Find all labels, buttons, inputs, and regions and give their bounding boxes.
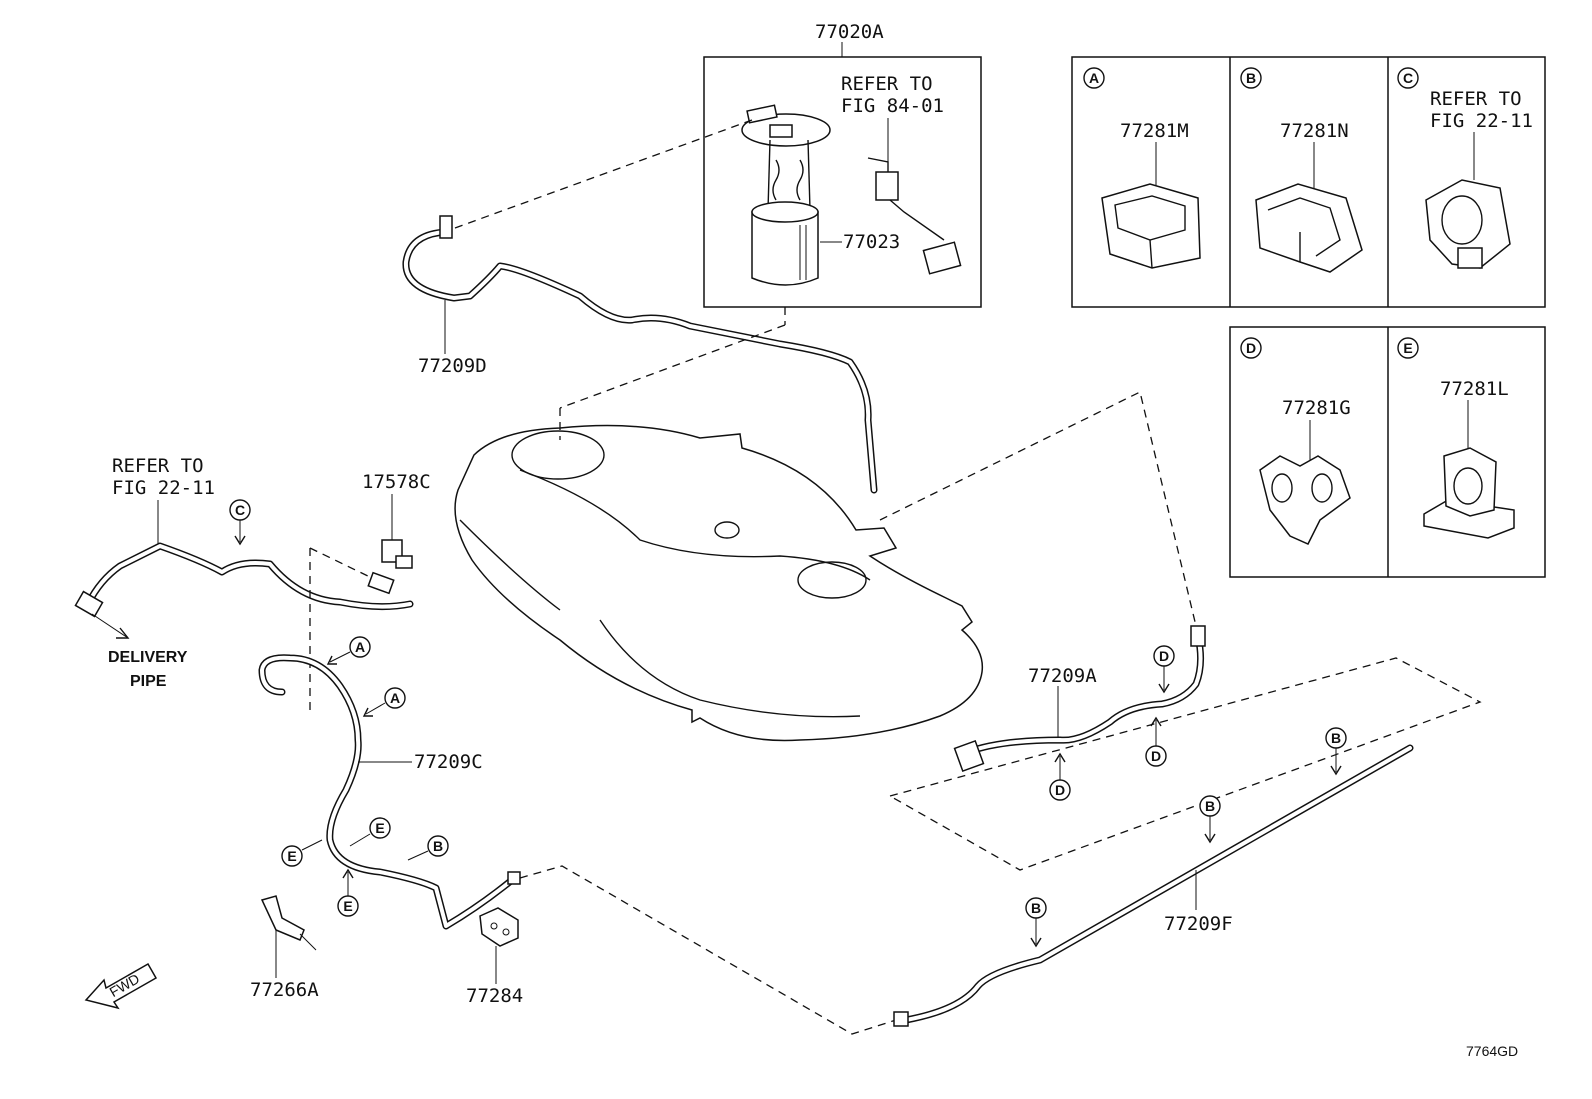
pump-assembly-box bbox=[703, 56, 982, 308]
delivery-pipe-line1: DELIVERY bbox=[108, 649, 188, 666]
label-77209A: 77209A bbox=[1028, 665, 1097, 687]
label-17578C: 17578C bbox=[362, 471, 431, 493]
clip-markers-77209A: D D D bbox=[1049, 645, 1175, 801]
marker-D-3: D bbox=[1055, 782, 1065, 798]
clip-box-top: A B C 77281M 77281N REFER TO FIG 22-11 bbox=[1071, 56, 1546, 308]
ref-fig2211-box-line1: REFER TO bbox=[1430, 88, 1522, 110]
clip-markers-77209F: B B B bbox=[1025, 727, 1347, 948]
clip-box-bottom: D E 77281G 77281L bbox=[1229, 326, 1546, 578]
label-77281M: 77281M bbox=[1120, 120, 1189, 142]
marker-D-1: D bbox=[1159, 648, 1169, 664]
part-77266A-drawing bbox=[260, 895, 317, 978]
clip-marker-E bbox=[1397, 337, 1419, 359]
ref-fig2211-box-line2: FIG 22-11 bbox=[1430, 110, 1533, 132]
dash-77209F-region bbox=[888, 657, 1482, 871]
delivery-pipe-line2: PIPE bbox=[130, 673, 167, 690]
clip-77281M-drawing bbox=[1101, 183, 1201, 269]
marker-B-2: B bbox=[1331, 730, 1341, 746]
fuel-pump-drawing bbox=[741, 104, 831, 286]
dash-77209C-to-77209F bbox=[519, 865, 897, 1035]
label-77020A: 77020A bbox=[815, 21, 884, 43]
clip-marker-C bbox=[1397, 67, 1419, 89]
label-77266A: 77266A bbox=[250, 979, 319, 1001]
clip-77281G-drawing bbox=[1259, 455, 1351, 545]
clip-C-drawing bbox=[1425, 179, 1511, 269]
clip-77281N-drawing bbox=[1255, 183, 1363, 273]
marker-B-4: B bbox=[1031, 900, 1041, 916]
clip-marker-D bbox=[1240, 337, 1262, 359]
fwd-arrow: FWD bbox=[84, 962, 158, 1010]
clip-letter-C-left: C bbox=[235, 502, 245, 518]
pipe-77209D bbox=[402, 119, 878, 494]
figure-code: 7764GD bbox=[1466, 1043, 1518, 1059]
clip-box-abc bbox=[1071, 56, 1546, 308]
marker-A-2: A bbox=[390, 690, 400, 706]
ref-fig8401-line1: REFER TO bbox=[841, 73, 933, 95]
fuel-sender-drawing bbox=[867, 157, 962, 275]
marker-D-2: D bbox=[1151, 748, 1161, 764]
clip-letter-A: A bbox=[1089, 70, 1099, 86]
pipe-77209F bbox=[893, 744, 1414, 1027]
ref-fig8401-line2: FIG 84-01 bbox=[841, 95, 944, 117]
marker-E-3: E bbox=[343, 898, 352, 914]
pipe-77209A bbox=[879, 391, 1206, 772]
label-77209F: 77209F bbox=[1164, 913, 1233, 935]
clip-77281L-drawing bbox=[1423, 447, 1515, 539]
clip-marker-A bbox=[1083, 67, 1105, 89]
marker-E-2: E bbox=[375, 820, 384, 836]
marker-B-3: B bbox=[1205, 798, 1215, 814]
marker-E-1: E bbox=[287, 848, 296, 864]
dash-pump-to-tank bbox=[559, 324, 786, 409]
fuel-tank-drawing bbox=[454, 424, 984, 742]
pipe-77209C bbox=[258, 654, 897, 1035]
part-77284-drawing bbox=[479, 907, 519, 984]
label-77209C: 77209C bbox=[414, 751, 483, 773]
label-77209D: 77209D bbox=[418, 355, 487, 377]
clip-letter-B: B bbox=[1246, 70, 1256, 86]
marker-B-1: B bbox=[433, 838, 443, 854]
clip-letter-E: E bbox=[1403, 340, 1412, 356]
label-77281G: 77281G bbox=[1282, 397, 1351, 419]
label-77281L: 77281L bbox=[1440, 378, 1509, 400]
dash-77209A-to-tank bbox=[879, 391, 1197, 627]
clip-markers-77209C: A A E E E B bbox=[281, 636, 449, 917]
label-77023: 77023 bbox=[843, 231, 900, 253]
fuel-pump-assembly-group: 77020A REFER TO FIG 84-01 77023 bbox=[703, 21, 982, 325]
ref-fig2211-left-line1: REFER TO bbox=[112, 455, 204, 477]
clip-letter-D: D bbox=[1246, 340, 1256, 356]
dash-pipe-to-pump bbox=[454, 119, 753, 229]
clip-letter-C: C bbox=[1403, 70, 1413, 86]
label-77284: 77284 bbox=[466, 985, 523, 1007]
label-77281N: 77281N bbox=[1280, 120, 1349, 142]
pipe-left-delivery: REFER TO FIG 22-11 C bbox=[74, 455, 414, 639]
part-17578C-drawing bbox=[367, 539, 413, 595]
ref-fig2211-left-line2: FIG 22-11 bbox=[112, 477, 215, 499]
clip-marker-B bbox=[1240, 67, 1262, 89]
marker-A-1: A bbox=[355, 639, 365, 655]
